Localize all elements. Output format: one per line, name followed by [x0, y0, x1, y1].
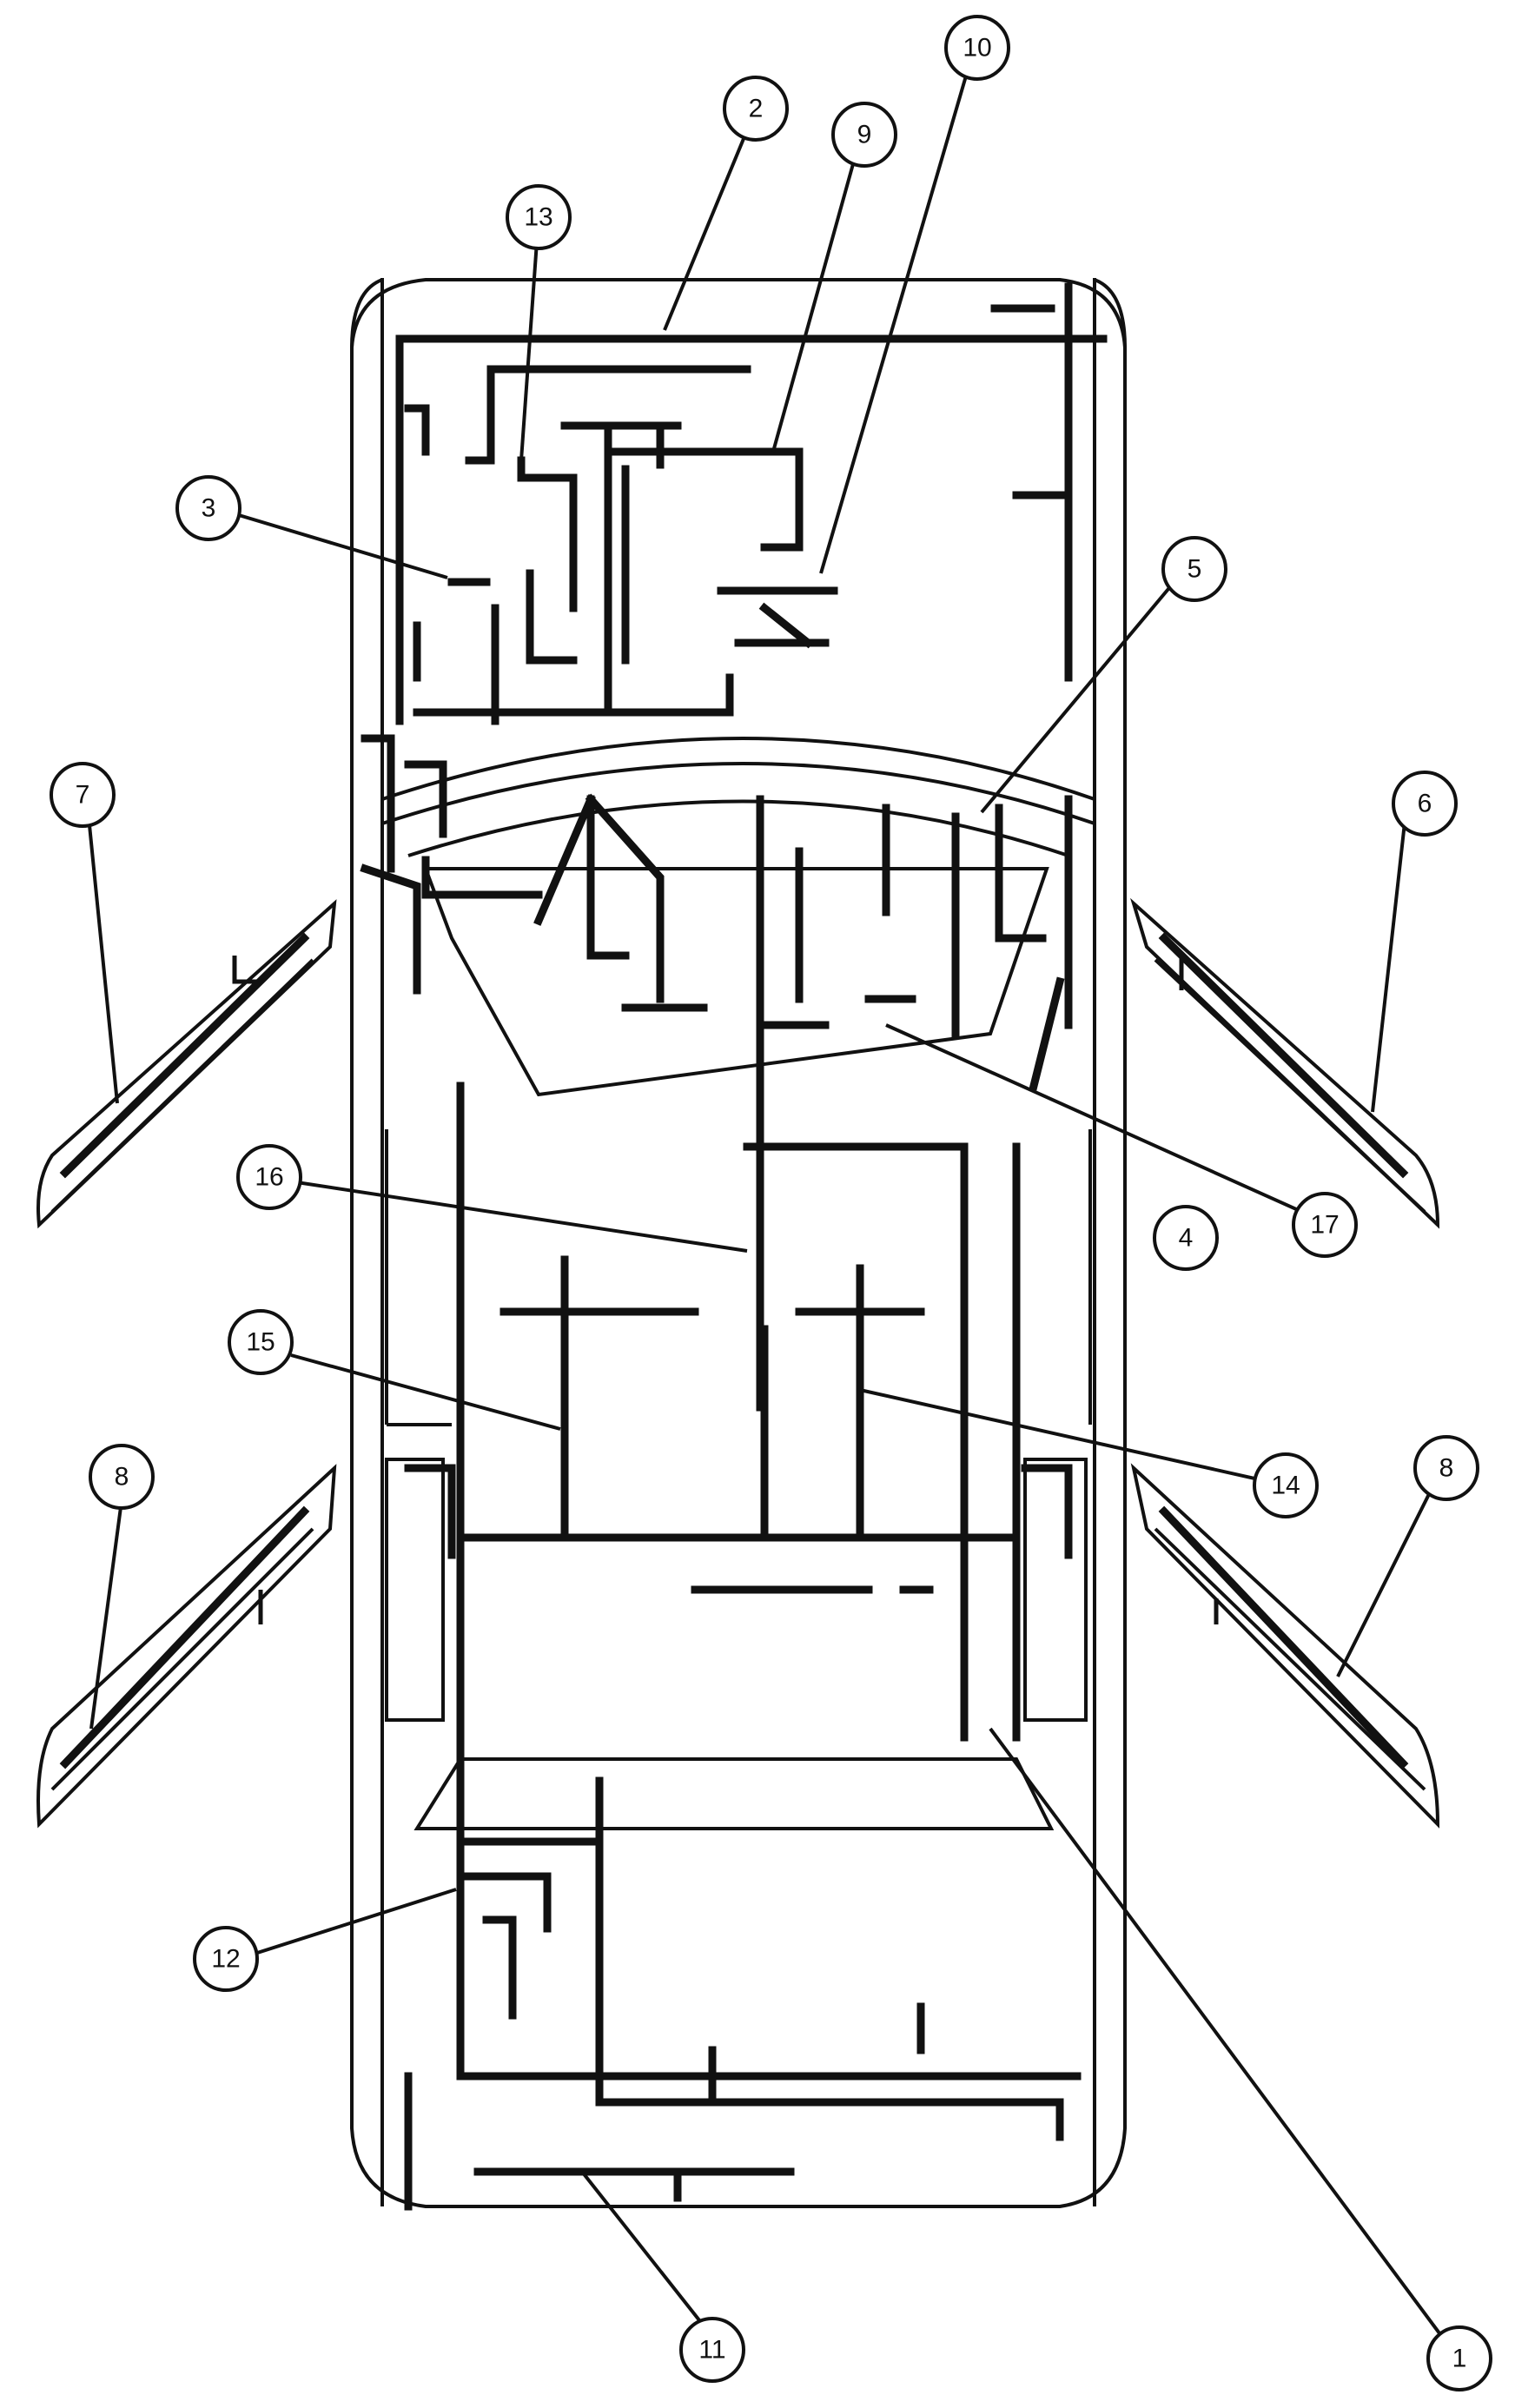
callout-12-label: 12 — [211, 1945, 240, 1974]
rear-harness — [404, 1776, 1082, 2211]
body-floor-harness — [404, 1082, 1073, 2081]
callout-2-label: 2 — [749, 95, 764, 123]
right-front-door — [1130, 897, 1440, 1229]
door-harnesses — [59, 932, 1409, 1770]
callout-1-label: 1 — [1452, 2345, 1467, 2373]
left-front-door — [36, 899, 337, 1229]
callout-15-label: 15 — [246, 1328, 275, 1357]
callout-4-label: 4 — [1179, 1224, 1194, 1253]
callout-14: 14 — [1253, 1452, 1319, 1518]
callout-13: 13 — [506, 184, 572, 250]
engine-compartment-harness — [395, 282, 1108, 725]
callout-7-label: 7 — [76, 781, 90, 810]
callout-11: 11 — [679, 2317, 745, 2383]
instrument-panel-harness — [360, 734, 1073, 1412]
callout-8-left-label: 8 — [115, 1463, 129, 1492]
callout-9-label: 9 — [857, 121, 872, 149]
callout-8-left: 8 — [89, 1444, 155, 1510]
callout-13-label: 13 — [524, 203, 552, 232]
callout-16: 16 — [236, 1144, 302, 1210]
callout-4: 4 — [1153, 1205, 1219, 1271]
vehicle-body-outline — [350, 278, 1127, 2208]
callout-12: 12 — [193, 1926, 259, 1992]
left-rear-door — [36, 1464, 337, 1829]
callout-8-right-label: 8 — [1439, 1454, 1454, 1483]
callout-2: 2 — [723, 76, 789, 142]
right-rear-door — [1130, 1463, 1440, 1829]
callout-14-label: 14 — [1271, 1472, 1300, 1500]
callout-3: 3 — [175, 475, 241, 541]
callout-17: 17 — [1292, 1192, 1358, 1258]
callout-10-label: 10 — [963, 34, 991, 63]
callout-5: 5 — [1161, 536, 1227, 602]
callout-9: 9 — [831, 102, 897, 168]
callout-3-label: 3 — [202, 494, 216, 523]
callout-7: 7 — [50, 762, 116, 828]
callout-15: 15 — [228, 1309, 294, 1375]
callout-8-right: 8 — [1413, 1435, 1479, 1501]
leader-lines — [85, 51, 1444, 2339]
callout-17-label: 17 — [1310, 1211, 1339, 1240]
callout-1: 1 — [1426, 2325, 1492, 2391]
callout-6-label: 6 — [1418, 790, 1432, 818]
callout-16-label: 16 — [255, 1163, 283, 1192]
callout-10: 10 — [944, 15, 1010, 81]
callout-5-label: 5 — [1188, 555, 1202, 584]
callout-11-label: 11 — [698, 2336, 725, 2365]
callout-6: 6 — [1392, 771, 1458, 837]
